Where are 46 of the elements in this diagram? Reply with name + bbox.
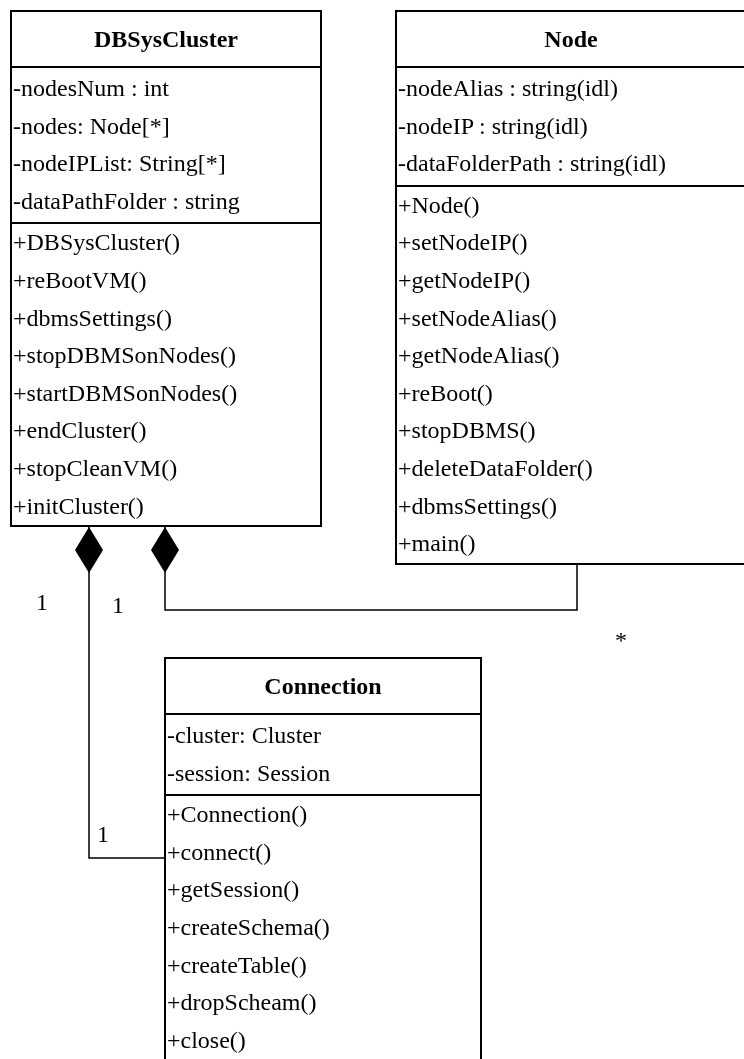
class-member: +connect(): [167, 837, 273, 867]
class-member: +reBoot(): [398, 378, 494, 408]
multiplicity-label: 1: [97, 822, 109, 846]
class-member: +reBootVM(): [13, 265, 148, 295]
class-member: +createTable(): [167, 950, 308, 980]
class-member: -nodes: Node[*]: [13, 111, 171, 141]
multiplicity-label: *: [615, 628, 627, 652]
class-member: +stopDBMS(): [398, 416, 537, 446]
class-member: -nodeIPList: String[*]: [13, 149, 227, 179]
class-member: +DBSysCluster(): [13, 228, 181, 258]
class-member: +getNodeAlias(): [398, 341, 561, 371]
class-member: +dbmsSettings(): [398, 491, 558, 521]
class-member: +deleteDataFolder(): [398, 453, 594, 483]
class-member: -cluster: Cluster: [167, 721, 322, 750]
class-member: +getNodeIP(): [398, 265, 532, 295]
class-member: +Connection(): [167, 800, 309, 830]
composition-line: [151, 526, 578, 611]
class-member: +dropScheam(): [167, 988, 318, 1018]
class-member: +getSession(): [167, 875, 301, 905]
class-member: +setNodeIP(): [398, 228, 529, 258]
class-member: -nodeAlias : string(idl): [398, 74, 619, 103]
class-member: -dataFolderPath : string(idl): [398, 149, 667, 179]
multiplicity-label: 1: [36, 590, 48, 614]
class-member: +startDBMSonNodes(): [13, 378, 239, 408]
class-member: +Node(): [398, 190, 481, 220]
class-member: +dbmsSettings(): [13, 303, 173, 333]
class-member: +stopCleanVM(): [13, 453, 179, 483]
class-member: +setNodeAlias(): [398, 303, 558, 333]
class-box: [164, 657, 482, 1059]
class-member: +stopDBMSonNodes(): [13, 341, 237, 371]
class-name: Connection: [263, 671, 383, 701]
class-member: +main(): [398, 529, 477, 559]
class-box: [395, 10, 744, 565]
class-member: -nodesNum : int: [13, 74, 170, 103]
composition-line: [75, 526, 165, 859]
class-name: DBSysCluster: [93, 24, 239, 54]
class-box: [10, 10, 322, 528]
class-member: -dataPathFolder : string: [13, 186, 241, 216]
class-member: +createSchema(): [167, 912, 331, 942]
multiplicity-label: 1: [112, 593, 124, 617]
class-member: -session: Session: [167, 758, 332, 788]
class-member: +endCluster(): [13, 416, 148, 446]
class-name: Node: [543, 24, 599, 54]
class-member: +close(): [167, 1025, 247, 1055]
class-member: -nodeIP : string(idl): [398, 111, 589, 141]
class-member: +initCluster(): [13, 491, 145, 521]
